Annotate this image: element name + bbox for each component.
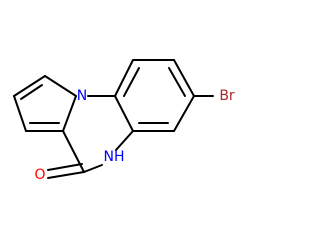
bond-nh-carbonyl bbox=[83, 164, 103, 173]
atom-label-nh: NH bbox=[104, 149, 125, 165]
atom-label-n: N bbox=[77, 88, 87, 104]
bond-pyrrole-a bbox=[44, 75, 77, 97]
bond-carbonyl-o-1 bbox=[47, 171, 85, 179]
bond-pyrrole-b bbox=[13, 75, 46, 97]
bond-ring-junction bbox=[114, 95, 134, 132]
bond-benzene-c-inner bbox=[168, 67, 186, 97]
bond-benzene-c bbox=[173, 59, 195, 97]
bond-benzene-a-inner bbox=[123, 67, 140, 97]
bond-junction-nh bbox=[115, 130, 134, 151]
atom-label-o: O bbox=[34, 167, 45, 183]
bond-pyrrole-c bbox=[13, 95, 27, 132]
bond-benzene-d bbox=[173, 95, 195, 132]
atom-label-br: Br bbox=[219, 88, 235, 104]
bond-pyrrole-b-inner bbox=[20, 84, 43, 100]
bond-pyrrole-e bbox=[62, 95, 77, 132]
bond-benzene-a bbox=[114, 59, 134, 97]
molecule-structure: N NH O Br bbox=[13, 59, 235, 183]
bond-carbonyl-o-2 bbox=[47, 163, 83, 171]
